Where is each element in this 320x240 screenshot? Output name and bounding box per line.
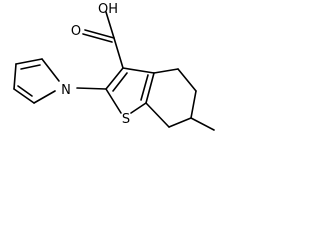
bond-pyrrole-c2-c3-b [17,85,33,97]
atom-labels: OH O N S [61,2,130,127]
bond-c2-s [105,88,122,114]
bond-c3a-c3 [122,67,155,74]
bond-s-c7a [130,102,147,114]
bond-c-o-double-b [82,33,113,43]
bond-pyrrole-c4-c5-a [15,58,43,65]
bond-c7a-c3a-a [145,72,155,104]
thiophene-sulfur-label: S [122,112,130,127]
hydroxyl-label: OH [98,2,118,17]
bond-ring-to-carboxyl [113,37,124,69]
bond-pyrrole-c2-c3-a [13,88,35,104]
bond-c2-n [76,87,107,90]
bond-pyrrole-c3-c4 [13,63,17,90]
bond-c3-c2-b [112,72,128,92]
bond-c4-c5 [177,68,197,92]
bond-c7a-c3a-b [140,74,149,101]
bonds [13,11,215,131]
pyrrole-nitrogen-label: N [61,83,71,98]
bond-c6-c7 [168,117,192,128]
bond-pyrrole-c5-n [41,58,60,82]
bond-n-pyrrole-c2 [33,90,56,104]
bond-c3a-c4 [153,68,179,74]
bond-c-o-double-a [84,29,115,39]
bond-c6-methyl [190,117,215,131]
bond-c5-c6 [190,90,197,119]
molecule-canvas: OH O N S [13,2,215,131]
bond-c7-c7a [145,102,170,128]
carbonyl-oxygen-label: O [71,24,81,39]
bond-c3-c2-a [105,67,124,90]
bond-pyrrole-c4-c5-b [20,64,41,70]
bond-c-oh [105,11,115,39]
molecule-structure: OH O N S [13,2,215,131]
